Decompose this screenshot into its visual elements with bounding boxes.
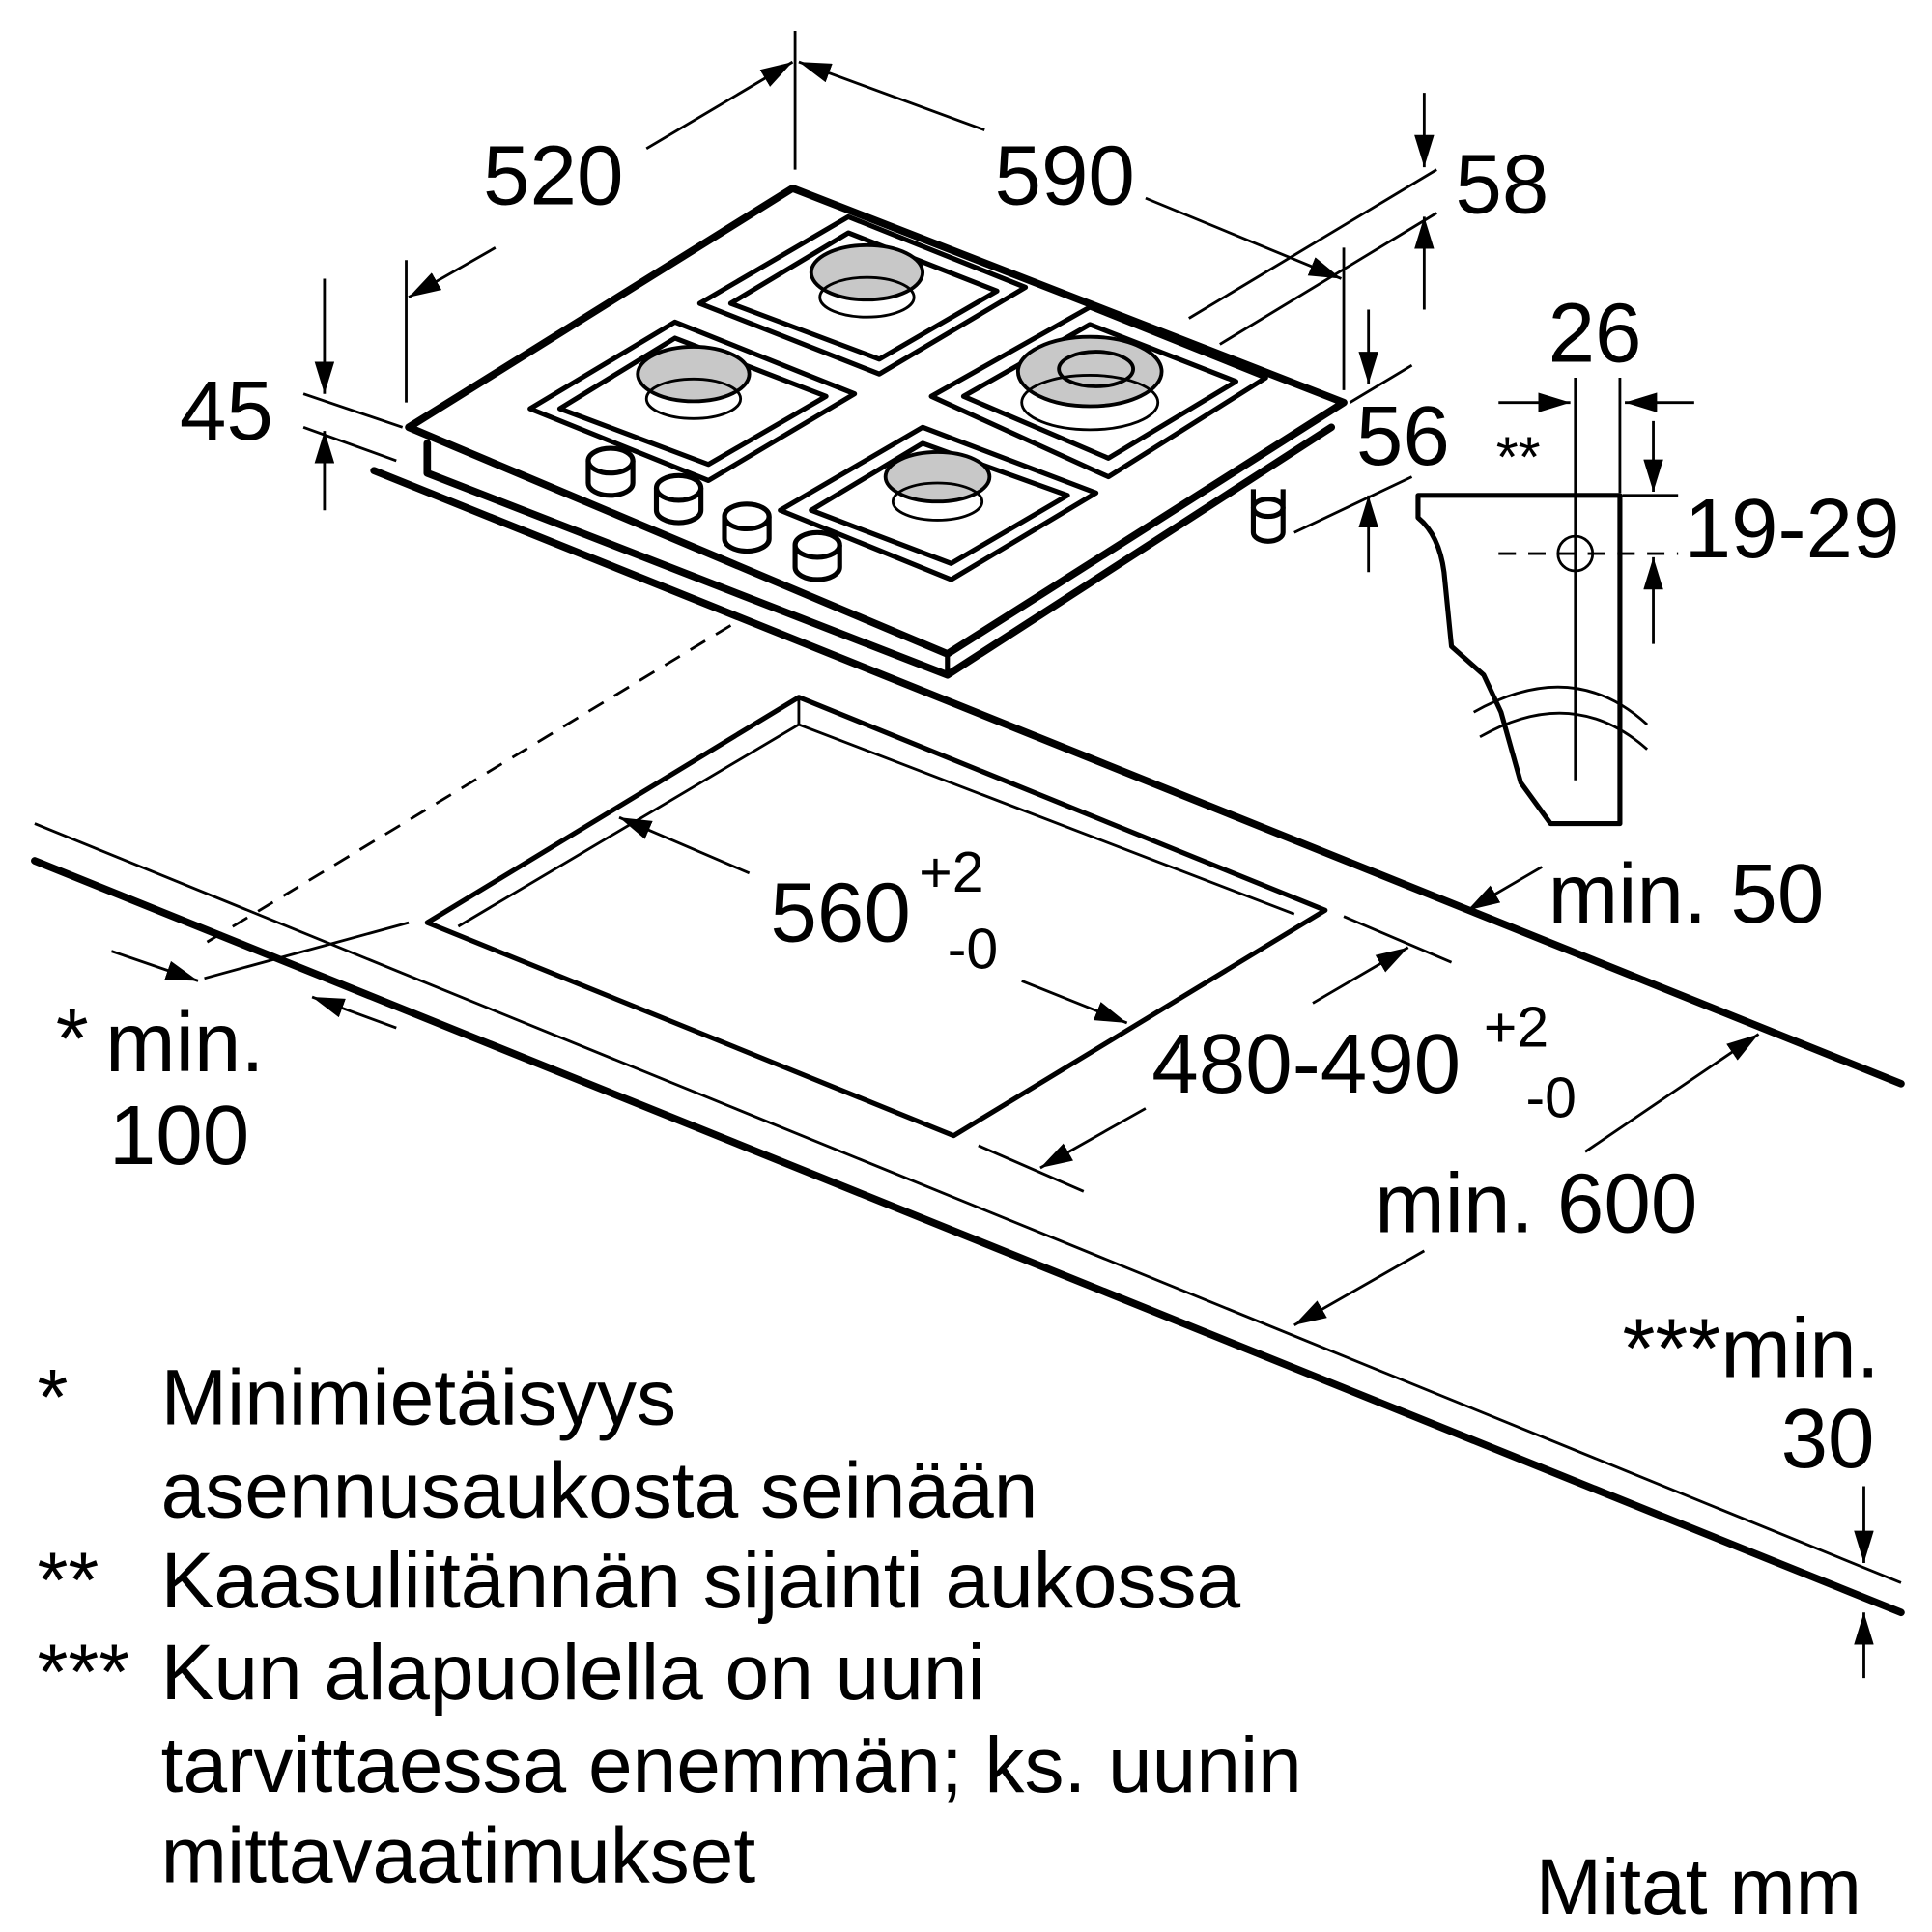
- burner-rear-right-wok: [928, 304, 1268, 480]
- burner-front-right: [778, 424, 1099, 582]
- dim-cutout-depth-minus: -0: [1525, 1066, 1576, 1129]
- dim-cutout-depth-label: 480-490: [1151, 1017, 1461, 1111]
- footnote-marker: *: [37, 1353, 68, 1441]
- footnote-marker: ***: [37, 1629, 129, 1717]
- burner-rear-left: [696, 213, 1029, 377]
- footnotes: * Minimietäisyys asennusaukosta seinään …: [37, 1353, 1301, 1899]
- knob-icon: [653, 472, 704, 526]
- cutout: [424, 695, 1328, 1139]
- gas-connector: [1250, 489, 1286, 544]
- knob-icon: [722, 501, 772, 554]
- dim-cutout-depth-plus: +2: [1484, 996, 1548, 1059]
- dim-min-side-star: *: [56, 992, 89, 1086]
- dim-cutout-width-plus: +2: [919, 841, 983, 904]
- footnote-text: Kaasuliitännän sijainti aukossa: [161, 1537, 1241, 1625]
- dimension-lines: [110, 31, 1874, 1679]
- dim-cutout-width-label: 560: [770, 866, 910, 959]
- worktop: [31, 467, 1905, 1617]
- dim-min-depth-label: min. 600: [1375, 1157, 1697, 1251]
- control-knobs: [585, 445, 842, 582]
- dim-height-right-label: 56: [1356, 389, 1450, 483]
- dim-gas-height-label: 19-29: [1685, 482, 1900, 576]
- dim-depth-label: 520: [483, 129, 623, 223]
- footnote-marker: **: [37, 1537, 99, 1625]
- units-label: Mitat mm: [1536, 1843, 1861, 1931]
- dim-gas-offset-label: 26: [1548, 286, 1642, 380]
- dim-height-left-label: 45: [180, 364, 273, 458]
- gas-hob: [405, 185, 1348, 679]
- dim-min-worktop-label: ***min.: [1622, 1302, 1879, 1396]
- side-profile: [1415, 378, 1679, 827]
- dim-top-offset-label: 58: [1455, 138, 1548, 232]
- dim-min-back-label: min. 50: [1548, 847, 1825, 941]
- burner-front-left: [527, 319, 858, 483]
- footnote-text: tarvittaessa enemmän; ks. uunin: [161, 1721, 1302, 1809]
- dim-min-side-label: min.: [105, 996, 265, 1090]
- footnote-text: asennusaukosta seinään: [161, 1447, 1038, 1535]
- knob-icon: [792, 529, 842, 582]
- dim-cutout-width-minus: -0: [948, 919, 998, 981]
- footnote-text: mittavaatimukset: [161, 1812, 756, 1900]
- footnote-text: Kun alapuolella on uuni: [161, 1629, 985, 1717]
- dim-min-side-value: 100: [109, 1089, 249, 1182]
- gas-marker-label: **: [1496, 427, 1541, 490]
- dim-min-worktop-value: 30: [1781, 1392, 1875, 1486]
- footnote-text: Minimietäisyys: [161, 1353, 676, 1441]
- knob-icon: [585, 445, 636, 498]
- dim-width-label: 590: [994, 129, 1134, 223]
